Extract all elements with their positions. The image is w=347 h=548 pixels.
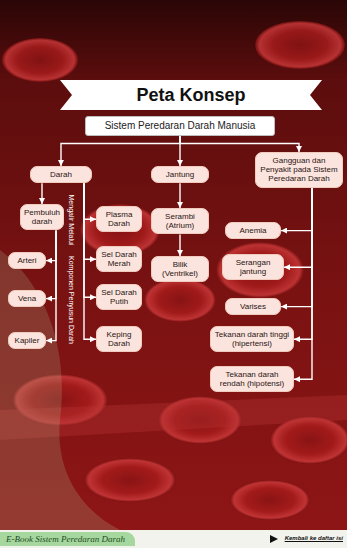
- node-text: Bilik (Ventrikel): [155, 260, 205, 278]
- node-text: Keping Darah: [100, 330, 138, 348]
- root-box: Sistem Peredaran Darah Manusia: [85, 116, 275, 136]
- concept-box: Pembuluh darah: [20, 204, 64, 230]
- node-text: Varises: [229, 302, 277, 311]
- node-text: Jantung: [155, 170, 205, 179]
- concept-box: Anemia: [225, 222, 281, 239]
- connector-arrow: [84, 183, 96, 219]
- node-text: Darah: [34, 170, 88, 179]
- connector-arrow: [41, 183, 42, 204]
- connector-arrow: [180, 136, 299, 153]
- blood-cell: [230, 480, 310, 520]
- node-text: Serambi (Atrium): [155, 212, 205, 230]
- connector-arrow: [46, 230, 56, 298]
- node-text: Vena: [12, 294, 42, 303]
- node-text: Tekanan darah tinggi (hipertensi): [214, 330, 290, 348]
- node-text: Pembuluh darah: [24, 208, 60, 226]
- connector-arrow: [84, 183, 96, 297]
- concept-box: Bilik (Ventrikel): [151, 256, 209, 282]
- concept-box: Varises: [225, 298, 281, 315]
- connector-arrow: [294, 188, 312, 380]
- link-phrase: Mengalir Melalui: [68, 195, 75, 246]
- connector-arrow: [61, 136, 180, 167]
- connector-arrow: [179, 234, 180, 256]
- node-text: Sel Darah Merah: [100, 250, 138, 268]
- back-arrow-icon: [270, 535, 278, 543]
- connector-arrow: [84, 183, 96, 259]
- connector-arrow: [46, 230, 56, 340]
- topic-box: Gangguan dan Penyakit pada Sistem Pereda…: [255, 152, 343, 188]
- node-text: Plasma Darah: [100, 210, 138, 228]
- node-text: Arteri: [12, 256, 42, 265]
- map-title: Peta Konsep: [60, 80, 322, 110]
- blood-cell: [84, 458, 176, 502]
- node-text: Sel Darah Putih: [100, 288, 138, 306]
- connector-arrow: [179, 183, 180, 208]
- concept-box: Sel Darah Merah: [96, 246, 142, 272]
- node-text: Sistem Peredaran Darah Manusia: [90, 120, 270, 132]
- concept-box: Serambi (Atrium): [151, 208, 209, 234]
- concept-box: Serangan jantung: [222, 254, 284, 280]
- blood-cell: [144, 278, 216, 322]
- concept-box: Tekanan darah rendah (hipotensi): [210, 366, 294, 392]
- footer-strip: [0, 530, 347, 548]
- connector-arrow: [84, 183, 96, 339]
- connector-arrow: [294, 188, 312, 340]
- connector-arrow: [281, 188, 312, 307]
- node-text: Anemia: [229, 226, 277, 235]
- concept-box: Kapiler: [8, 332, 46, 349]
- blood-cell: [216, 242, 304, 298]
- connector-arrow: [281, 188, 312, 231]
- node-text: Gangguan dan Penyakit pada Sistem Pereda…: [259, 156, 339, 184]
- concept-box: Vena: [8, 290, 46, 307]
- topic-box: Darah: [30, 166, 92, 183]
- footer-tab: E-Book Sistem Peredaran Darah: [0, 532, 135, 546]
- node-text: Kapiler: [12, 336, 42, 345]
- concept-box: Sel Darah Putih: [96, 284, 142, 310]
- topic-box: Jantung: [151, 166, 209, 183]
- title-ribbon: [60, 80, 322, 110]
- concept-box: Tekanan darah tinggi (hipertensi): [210, 326, 294, 352]
- blood-cell: [2, 38, 78, 82]
- nav-link: Kembali ke daftar isi: [285, 535, 343, 541]
- concept-box: Arteri: [8, 252, 46, 269]
- link-phrase: Komponen Penyusun Darah: [68, 256, 75, 344]
- node-text: Serangan jantung: [226, 258, 280, 276]
- blood-cell: [255, 21, 345, 69]
- connector-arrow: [284, 188, 312, 268]
- connector-arrow: [46, 230, 56, 260]
- concept-box: Keping Darah: [96, 326, 142, 352]
- node-text: Tekanan darah rendah (hipotensi): [214, 370, 290, 388]
- concept-box: Plasma Darah: [96, 206, 142, 232]
